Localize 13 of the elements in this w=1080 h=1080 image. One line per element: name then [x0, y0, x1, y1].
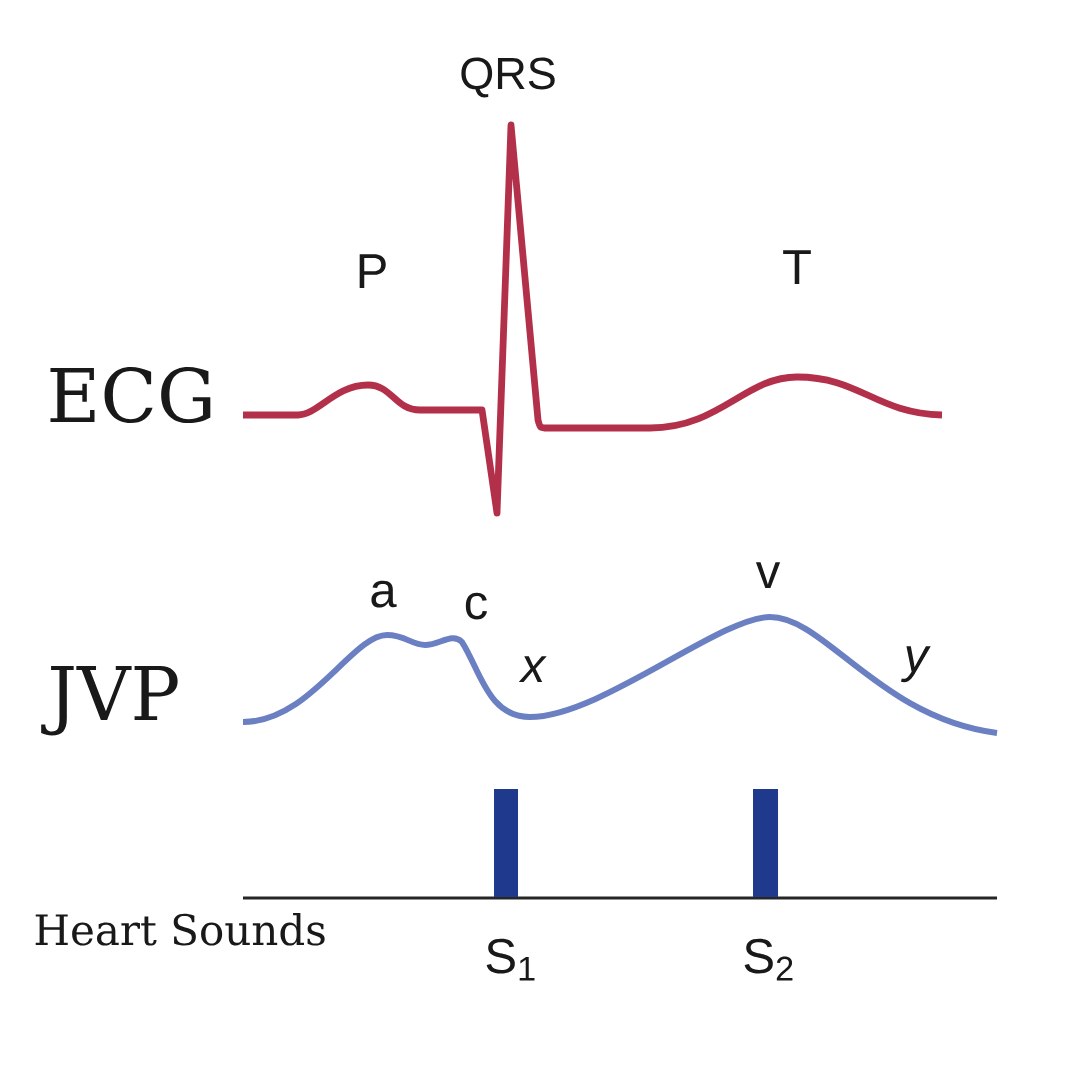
trace-label: ECG — [50, 367, 211, 424]
wave-label: T — [783, 250, 811, 284]
row-label: Heart Sounds — [35, 913, 325, 946]
wave-label: QRS — [461, 57, 555, 98]
wave-label: P — [359, 254, 386, 288]
wave-label: x — [518, 656, 547, 682]
wave-label: c — [465, 592, 487, 620]
wave-label: y — [901, 646, 931, 683]
trace-label: JVP — [41, 666, 178, 736]
sound-label: S$_{1}$ — [486, 938, 535, 981]
wave-label: a — [371, 580, 397, 608]
wave-label: v — [755, 562, 781, 588]
sound-label: S$_{2}$ — [744, 938, 793, 981]
